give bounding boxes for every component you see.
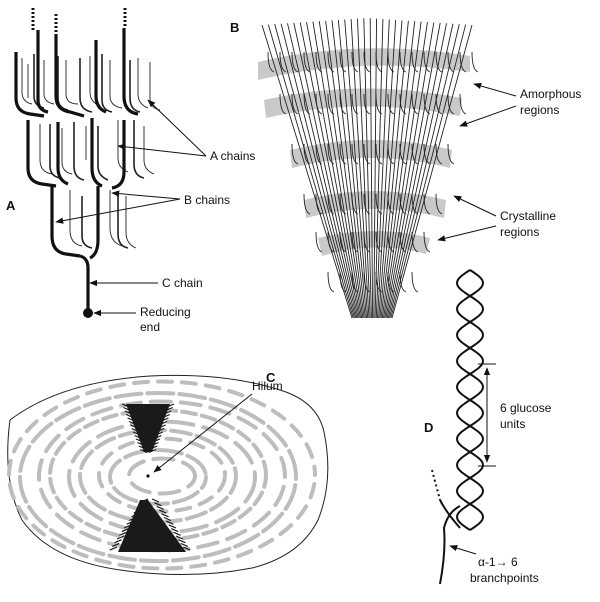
branch-link — [439, 499, 461, 529]
blocklet-spikes — [109, 403, 191, 551]
panel-b-lamellae: B Amorphous regions Crystalline regions — [230, 18, 581, 319]
panel-b-arrows — [437, 82, 517, 242]
branch-strand-dots — [431, 469, 441, 501]
b-chains-label: B chains — [184, 193, 230, 207]
branch-strand — [439, 505, 461, 585]
c-chain — [79, 254, 93, 318]
a-chains-thin — [21, 56, 161, 249]
b-chains-thick — [14, 28, 139, 260]
hilum-dot — [146, 474, 150, 478]
panel-a-arrows — [55, 99, 207, 317]
granule-outline — [7, 374, 329, 576]
crystalline-label-line1: Crystalline — [500, 209, 556, 223]
reducing-end-label-line1: Reducing — [140, 305, 191, 319]
glucose-label-line2: units — [500, 417, 525, 431]
reducing-end-label-line2: end — [140, 320, 160, 334]
blocklet-cluster-top — [126, 404, 170, 452]
amorphous-label-line2: regions — [520, 103, 559, 117]
crystalline-label-line2: regions — [500, 225, 539, 239]
glucose-bracket — [478, 363, 496, 467]
branchpoint-label-line1: α-1→ 6 — [478, 555, 518, 569]
panel-d-letter: D — [424, 420, 433, 435]
glucose-label-line1: 6 glucose — [500, 401, 552, 415]
c-chain-label: C chain — [162, 276, 203, 290]
panel-a-letter: A — [6, 198, 16, 213]
amorphous-label-line1: Amorphous — [520, 87, 581, 101]
panel-d-double-helix: D 6 glucose units α-1→ 6 branchpoints — [424, 269, 552, 585]
a-chains-label: A chains — [210, 149, 255, 163]
panel-c-granule: C Hilum — [7, 370, 329, 576]
chain-continuation-dots — [31, 8, 127, 34]
branchpoint-label-line2: branchpoints — [470, 571, 539, 585]
panel-b-letter: B — [230, 20, 239, 35]
double-helix-strands — [456, 269, 484, 531]
panel-c-letter: C — [266, 370, 276, 385]
panel-a-amylopectin-cluster: A — [6, 8, 255, 334]
reducing-end-dot — [83, 308, 93, 318]
chain-strands — [261, 18, 479, 319]
hilum-label: Hilum — [252, 379, 283, 393]
